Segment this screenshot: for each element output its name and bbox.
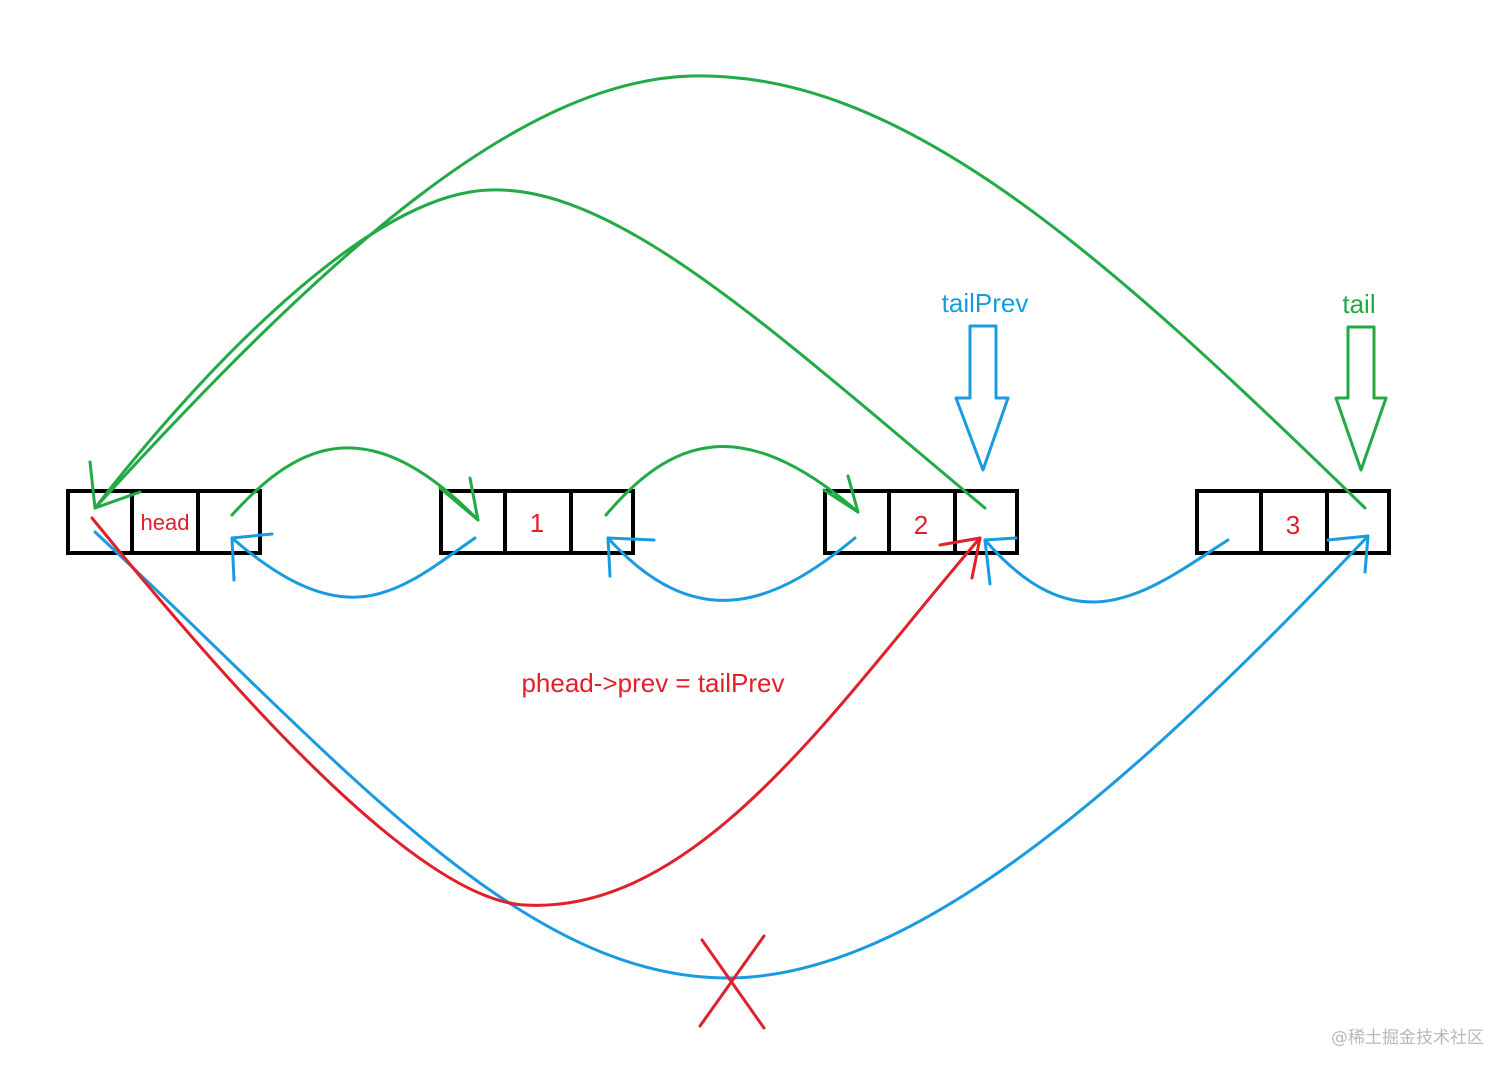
new-prev-link-head-to-tail-prev: [90, 516, 982, 907]
prev-link-1-head: [230, 532, 477, 599]
watermark: @稀土掘金技术社区: [1331, 1028, 1484, 1048]
node-3: 3: [1195, 489, 1391, 555]
tail-down-arrow-icon: [1334, 325, 1388, 472]
head-arrowhead: [88, 460, 142, 510]
node-1-label: 1: [530, 508, 544, 538]
tail-prev-label: tailPrev: [942, 288, 1029, 318]
next-link-1-2: [604, 445, 860, 517]
next-link-tail-to-head: [93, 74, 1367, 510]
next-link-head-1: [230, 446, 480, 522]
node-head-next-cell: [196, 489, 262, 555]
node-1-data-cell: [503, 489, 573, 555]
prev-link-2-1: [606, 536, 857, 602]
tail-prev-pointer: tailPrev: [942, 288, 1029, 472]
node-1: 1: [439, 489, 635, 555]
node-2: 2: [823, 489, 1019, 555]
node-2-next-cell: [953, 489, 1019, 555]
node-3-prev-cell: [1195, 489, 1263, 555]
cross-out-mark: [698, 934, 766, 1030]
node-head-label: head: [141, 510, 190, 535]
tail-pointer: tail: [1334, 289, 1388, 472]
tail-label: tail: [1342, 289, 1375, 319]
node-3-label: 3: [1286, 510, 1300, 540]
next-link-tail-prev-to-head: [93, 188, 987, 510]
prev-link-3-2: [983, 536, 1230, 604]
node-1-next-cell: [569, 489, 635, 555]
node-head-data-cell: [130, 489, 200, 555]
node-2-label: 2: [914, 510, 928, 540]
node-3-data-cell: [1259, 489, 1329, 555]
tail-prev-down-arrow-icon: [954, 324, 1010, 472]
node-2-prev-cell: [823, 489, 891, 555]
node-head: head: [66, 489, 262, 555]
assignment-caption: phead->prev = tailPrev: [521, 668, 784, 698]
